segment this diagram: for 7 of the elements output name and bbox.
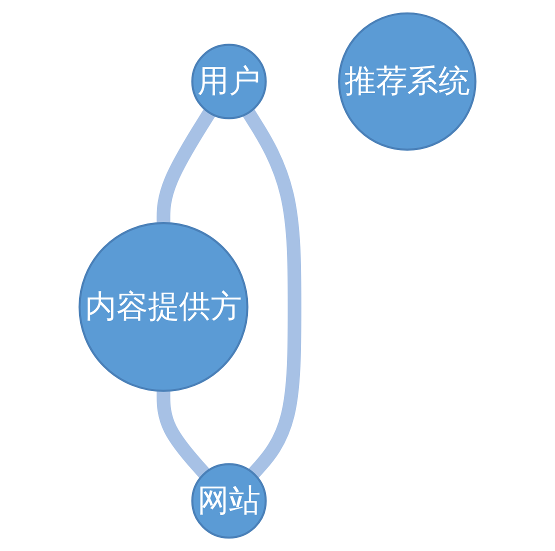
connector [156,390,210,478]
node-circle: 内容提供方 [78,222,248,392]
node-circle: 网站 [191,463,267,539]
node-circle: 用户 [191,44,267,120]
node-circle: 推荐系统 [338,12,476,151]
connector [156,109,216,224]
connector [242,109,302,478]
